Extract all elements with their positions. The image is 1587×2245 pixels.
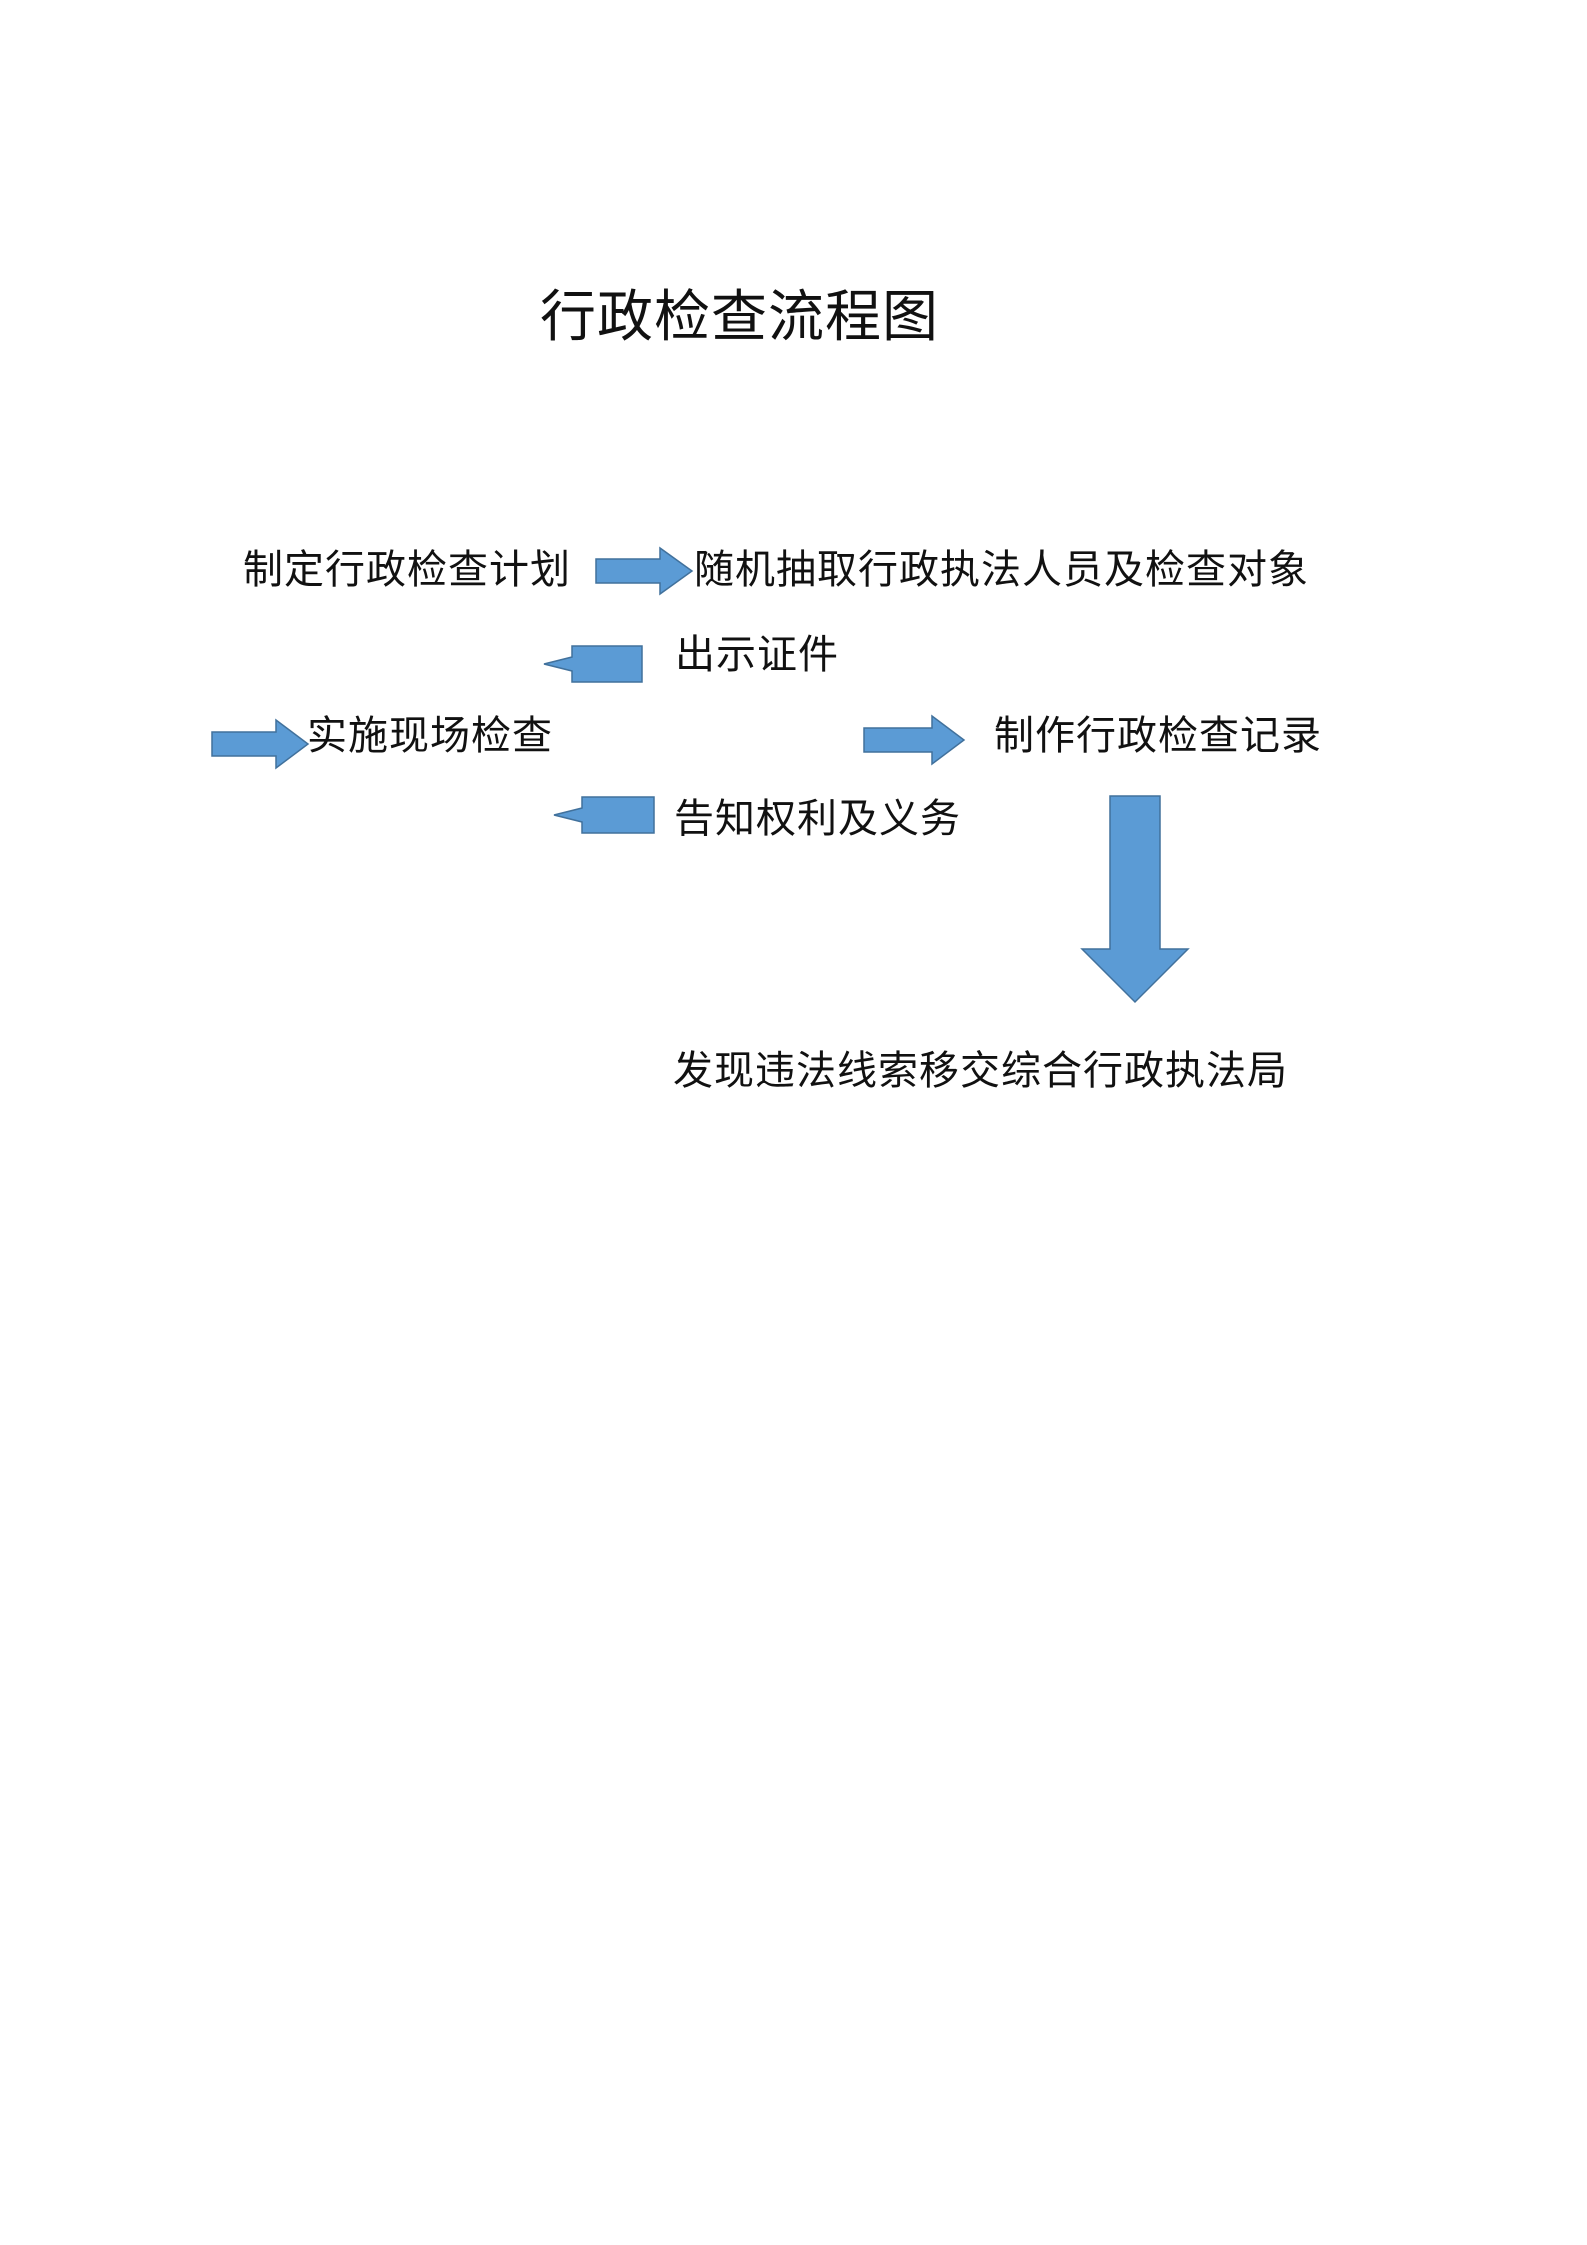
step-inform-rights: 告知权利及义务: [674, 796, 961, 842]
arrow-left-icon: [553, 796, 655, 834]
arrow-right-shape: [595, 546, 694, 596]
arrow-right-shape: [211, 718, 310, 770]
arrow-down-icon: [1080, 795, 1190, 1004]
arrow-right-icon: [863, 714, 966, 766]
arrow-left-shape: [543, 645, 643, 683]
arrow-down-shape: [1080, 795, 1190, 1004]
step-transfer-clues: 发现违法线索移交综合行政执法局: [673, 1048, 1288, 1094]
step-make-record: 制作行政检查记录: [994, 713, 1322, 759]
step-on-site-inspection: 实施现场检查: [307, 713, 553, 759]
step-random-selection: 随机抽取行政执法人员及检查对象: [694, 547, 1309, 593]
arrow-right-shape: [863, 714, 966, 766]
step-make-plan: 制定行政检查计划: [243, 547, 571, 593]
arrow-left-icon: [543, 645, 643, 683]
step-show-id: 出示证件: [675, 632, 839, 678]
arrow-right-icon: [595, 546, 694, 596]
arrow-left-shape: [553, 796, 655, 834]
diagram-title: 行政检查流程图: [540, 285, 939, 350]
arrow-right-icon: [211, 718, 310, 770]
